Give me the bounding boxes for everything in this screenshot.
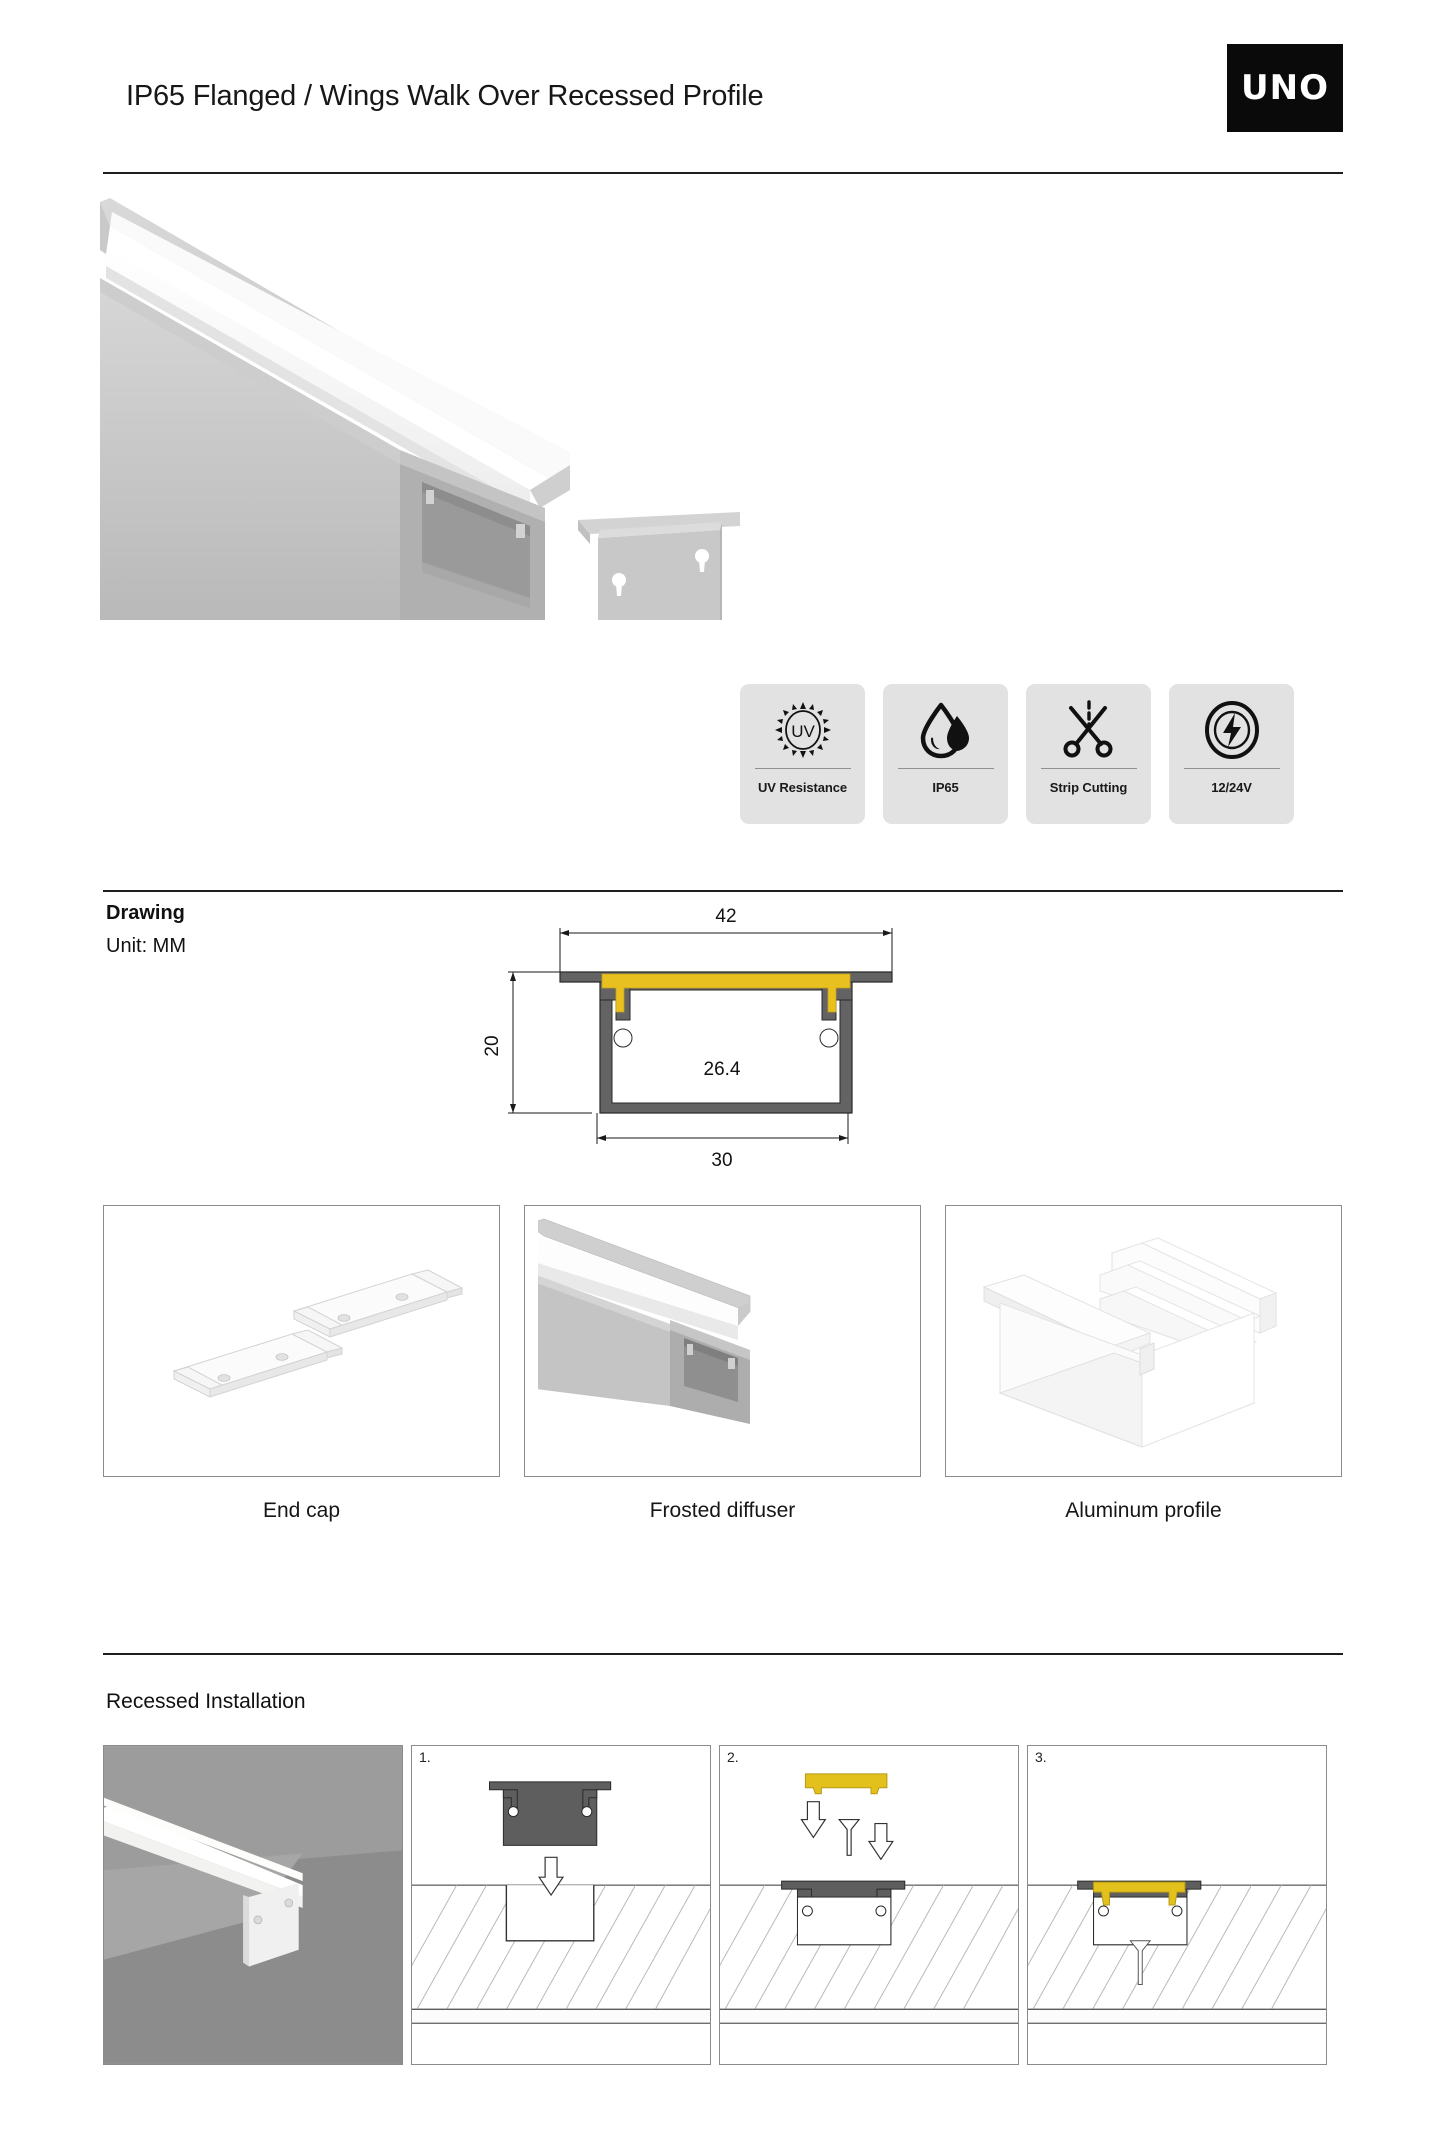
feature-divider bbox=[754, 768, 851, 769]
cross-section-drawing: 42 20 26.4 30 bbox=[480, 900, 940, 1190]
uv-sun-icon: UV bbox=[773, 696, 833, 764]
installation-heading: Recessed Installation bbox=[106, 1690, 306, 1713]
svg-text:UV: UV bbox=[791, 722, 815, 741]
step-number: 1. bbox=[419, 1749, 431, 1765]
installation-step-1: 1. bbox=[411, 1745, 711, 2065]
component-label: Frosted diffuser bbox=[649, 1499, 796, 1522]
feature-uv-resistance: UV bbox=[740, 684, 865, 824]
step-number: 2. bbox=[727, 1749, 739, 1765]
page-title: IP65 Flanged / Wings Walk Over Recessed … bbox=[126, 80, 764, 112]
drawing-divider bbox=[103, 890, 1343, 892]
feature-divider bbox=[1183, 768, 1280, 769]
feature-label: UV Resistance bbox=[757, 780, 848, 795]
feature-badges: UV bbox=[740, 684, 1345, 824]
voltage-bolt-icon bbox=[1202, 696, 1262, 764]
component-aluminum-profile: Aluminum profile bbox=[945, 1205, 1342, 1522]
feature-divider bbox=[897, 768, 994, 769]
scissors-icon bbox=[1059, 696, 1119, 764]
dim-outer-width: 42 bbox=[715, 906, 736, 927]
water-drop-icon bbox=[917, 696, 975, 764]
feature-divider bbox=[1040, 768, 1137, 769]
component-end-cap: End cap bbox=[103, 1205, 500, 1522]
installation-photo bbox=[103, 1745, 403, 2065]
component-image-box bbox=[524, 1205, 921, 1477]
dim-height: 20 bbox=[482, 1035, 503, 1056]
feature-label: IP65 bbox=[932, 780, 959, 795]
component-gallery: End cap bbox=[103, 1205, 1343, 1522]
feature-ip65: IP65 bbox=[883, 684, 1008, 824]
brand-logo-text: UNO bbox=[1241, 68, 1329, 108]
hero-product-image bbox=[100, 190, 800, 620]
page-header: IP65 Flanged / Wings Walk Over Recessed … bbox=[103, 44, 1343, 142]
dim-body-width: 30 bbox=[711, 1150, 732, 1171]
component-image-box bbox=[103, 1205, 500, 1477]
feature-strip-cutting: Strip Cutting bbox=[1026, 684, 1151, 824]
header-divider bbox=[103, 172, 1343, 174]
installation-divider bbox=[103, 1653, 1343, 1655]
step-number: 3. bbox=[1035, 1749, 1047, 1765]
dim-inner-width: 26.4 bbox=[704, 1059, 741, 1080]
installation-step-3: 3. bbox=[1027, 1745, 1327, 2065]
installation-step-2: 2. bbox=[719, 1745, 1019, 2065]
component-frosted-diffuser: Frosted diffuser bbox=[524, 1205, 921, 1522]
drawing-unit-label: Unit: MM bbox=[106, 935, 186, 957]
feature-voltage: 12/24V bbox=[1169, 684, 1294, 824]
brand-logo: UNO bbox=[1227, 44, 1343, 132]
feature-label: Strip Cutting bbox=[1049, 780, 1128, 795]
feature-label: 12/24V bbox=[1211, 780, 1252, 795]
component-image-box bbox=[945, 1205, 1342, 1477]
component-label: End cap bbox=[262, 1499, 341, 1522]
drawing-heading: Drawing bbox=[106, 902, 185, 924]
component-label: Aluminum profile bbox=[1065, 1499, 1222, 1522]
installation-steps: 1. bbox=[103, 1745, 1343, 2065]
